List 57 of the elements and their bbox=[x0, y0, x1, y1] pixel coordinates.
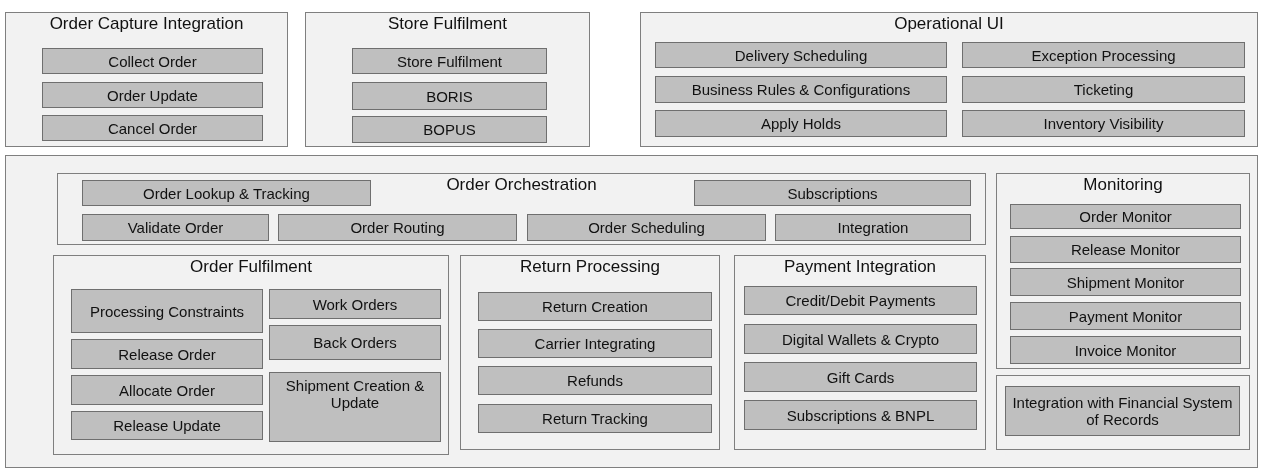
function-box: Subscriptions bbox=[694, 180, 971, 206]
group-heading: Return Processing bbox=[520, 257, 660, 277]
function-box: Validate Order bbox=[82, 214, 269, 241]
function-box: Order Lookup & Tracking bbox=[82, 180, 371, 206]
function-box: Release Update bbox=[71, 411, 263, 440]
function-box: Order Routing bbox=[278, 214, 517, 241]
function-box: Apply Holds bbox=[655, 110, 947, 137]
function-box: Refunds bbox=[478, 366, 712, 395]
panel-background bbox=[5, 155, 1258, 468]
function-box: Payment Monitor bbox=[1010, 302, 1241, 330]
function-box: Exception Processing bbox=[962, 42, 1245, 68]
function-box: Delivery Scheduling bbox=[655, 42, 947, 68]
group-panel bbox=[57, 173, 986, 245]
function-box: Gift Cards bbox=[744, 362, 977, 392]
group-heading: Monitoring bbox=[1083, 175, 1163, 195]
function-box: Ticketing bbox=[962, 76, 1245, 103]
function-box: Return Creation bbox=[478, 292, 712, 321]
function-box: Business Rules & Configurations bbox=[655, 76, 947, 103]
function-box: Processing Constraints bbox=[71, 289, 263, 333]
function-box: Release Monitor bbox=[1010, 236, 1241, 263]
function-box: Integration bbox=[775, 214, 971, 241]
group-panel bbox=[996, 173, 1250, 369]
function-box: Cancel Order bbox=[42, 115, 263, 141]
function-box: Digital Wallets & Crypto bbox=[744, 324, 977, 354]
group-heading: Order Fulfilment bbox=[190, 257, 312, 277]
function-box: BOPUS bbox=[352, 116, 547, 143]
function-box: Back Orders bbox=[269, 325, 441, 360]
group-heading: Operational UI bbox=[894, 14, 1004, 34]
group-panel bbox=[53, 255, 449, 455]
function-box: Inventory Visibility bbox=[962, 110, 1245, 137]
group-panel bbox=[460, 255, 720, 450]
panel-background bbox=[996, 375, 1250, 450]
function-box: Order Monitor bbox=[1010, 204, 1241, 229]
group-heading: Payment Integration bbox=[783, 257, 937, 277]
function-box: Return Tracking bbox=[478, 404, 712, 433]
group-heading: Order Capture Integration bbox=[49, 14, 244, 34]
group-heading: Order Orchestration bbox=[446, 175, 597, 195]
function-box: Invoice Monitor bbox=[1010, 336, 1241, 364]
group-panel bbox=[734, 255, 986, 450]
function-box: Order Update bbox=[42, 82, 263, 108]
group-panel bbox=[5, 12, 288, 147]
function-box: Work Orders bbox=[269, 289, 441, 319]
function-box: Order Scheduling bbox=[527, 214, 766, 241]
group-heading: Store Fulfilment bbox=[387, 14, 507, 34]
group-panel bbox=[305, 12, 590, 147]
function-box: Release Order bbox=[71, 339, 263, 369]
function-box: BORIS bbox=[352, 82, 547, 110]
function-box: Collect Order bbox=[42, 48, 263, 74]
function-box: Carrier Integrating bbox=[478, 329, 712, 358]
function-box: Shipment Creation & Update bbox=[269, 372, 441, 442]
group-panel bbox=[640, 12, 1258, 147]
function-box: Integration with Financial System of Records bbox=[1005, 386, 1240, 436]
function-box: Shipment Monitor bbox=[1010, 268, 1241, 296]
function-box: Store Fulfilment bbox=[352, 48, 547, 74]
function-box: Subscriptions & BNPL bbox=[744, 400, 977, 430]
function-box: Allocate Order bbox=[71, 375, 263, 405]
function-box: Credit/Debit Payments bbox=[744, 286, 977, 315]
